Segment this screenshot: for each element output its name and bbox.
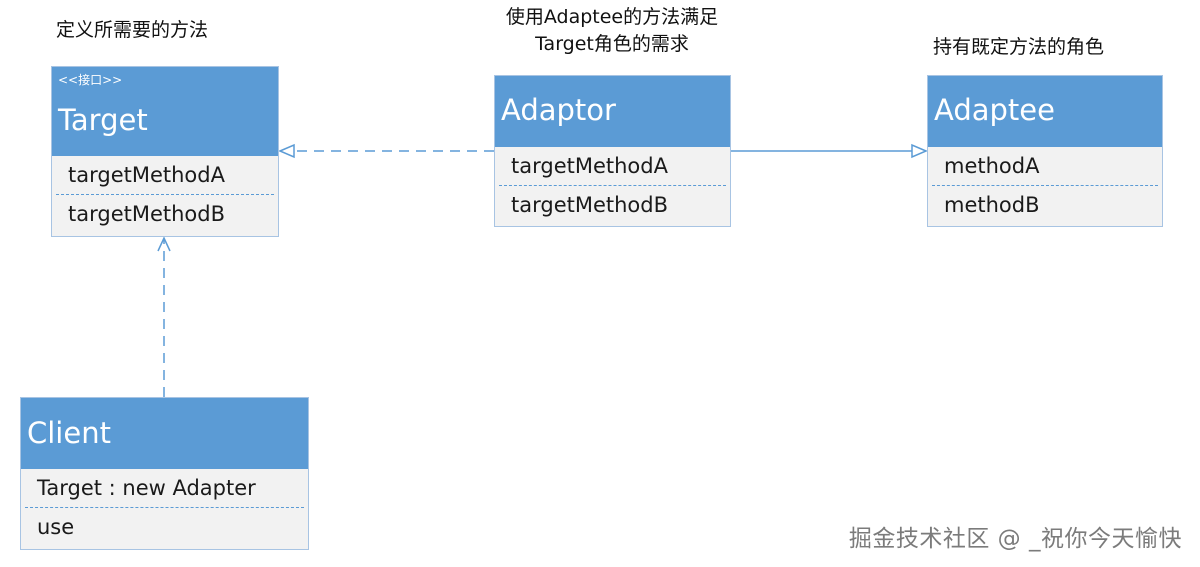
client-class-name: Client [27,416,111,450]
adaptee-class-header: Adaptee [928,76,1162,147]
watermark-text: 掘金技术社区 @ _祝你今天愉快 [848,526,1182,552]
adaptor-to-adaptee-connector [731,143,928,159]
target-member-a: targetMethodA [56,156,274,195]
target-member-b: targetMethodB [68,202,226,226]
adaptor-class: Adaptor targetMethodA targetMethodB [494,75,731,227]
adaptee-member-a: methodA [932,147,1158,186]
adaptor-class-name: Adaptor [501,93,616,127]
target-stereotype: <<接口>> [58,73,123,87]
adaptor-caption-line-1: 使用Adaptee的方法满足 [505,6,719,28]
adaptor-caption: 使用Adaptee的方法满足 Target角色的需求 [488,4,736,58]
target-caption: 定义所需要的方法 [56,19,209,41]
adaptee-caption: 持有既定方法的角色 [933,36,1105,58]
adaptee-member-b: methodB [944,193,1040,217]
adaptee-class: Adaptee methodA methodB [927,75,1163,227]
client-member-target: Target : new Adapter [25,469,304,508]
adaptee-class-name: Adaptee [934,93,1055,127]
adaptor-caption-line-2: Target角色的需求 [535,33,689,55]
adaptor-member-b: targetMethodB [511,193,669,217]
client-class-header: Client [21,398,308,469]
target-class: <<接口>> Target targetMethodA targetMethod… [51,66,279,237]
adaptor-member-a: targetMethodA [499,147,726,186]
client-class: Client Target : new Adapter use [20,397,309,550]
adaptor-implements-target-connector [278,143,494,159]
target-class-name: Target [58,103,148,137]
adaptor-class-header: Adaptor [495,76,730,147]
client-uses-target-connector [157,236,171,397]
target-class-header: <<接口>> Target [52,67,278,156]
client-member-use: use [37,515,75,539]
